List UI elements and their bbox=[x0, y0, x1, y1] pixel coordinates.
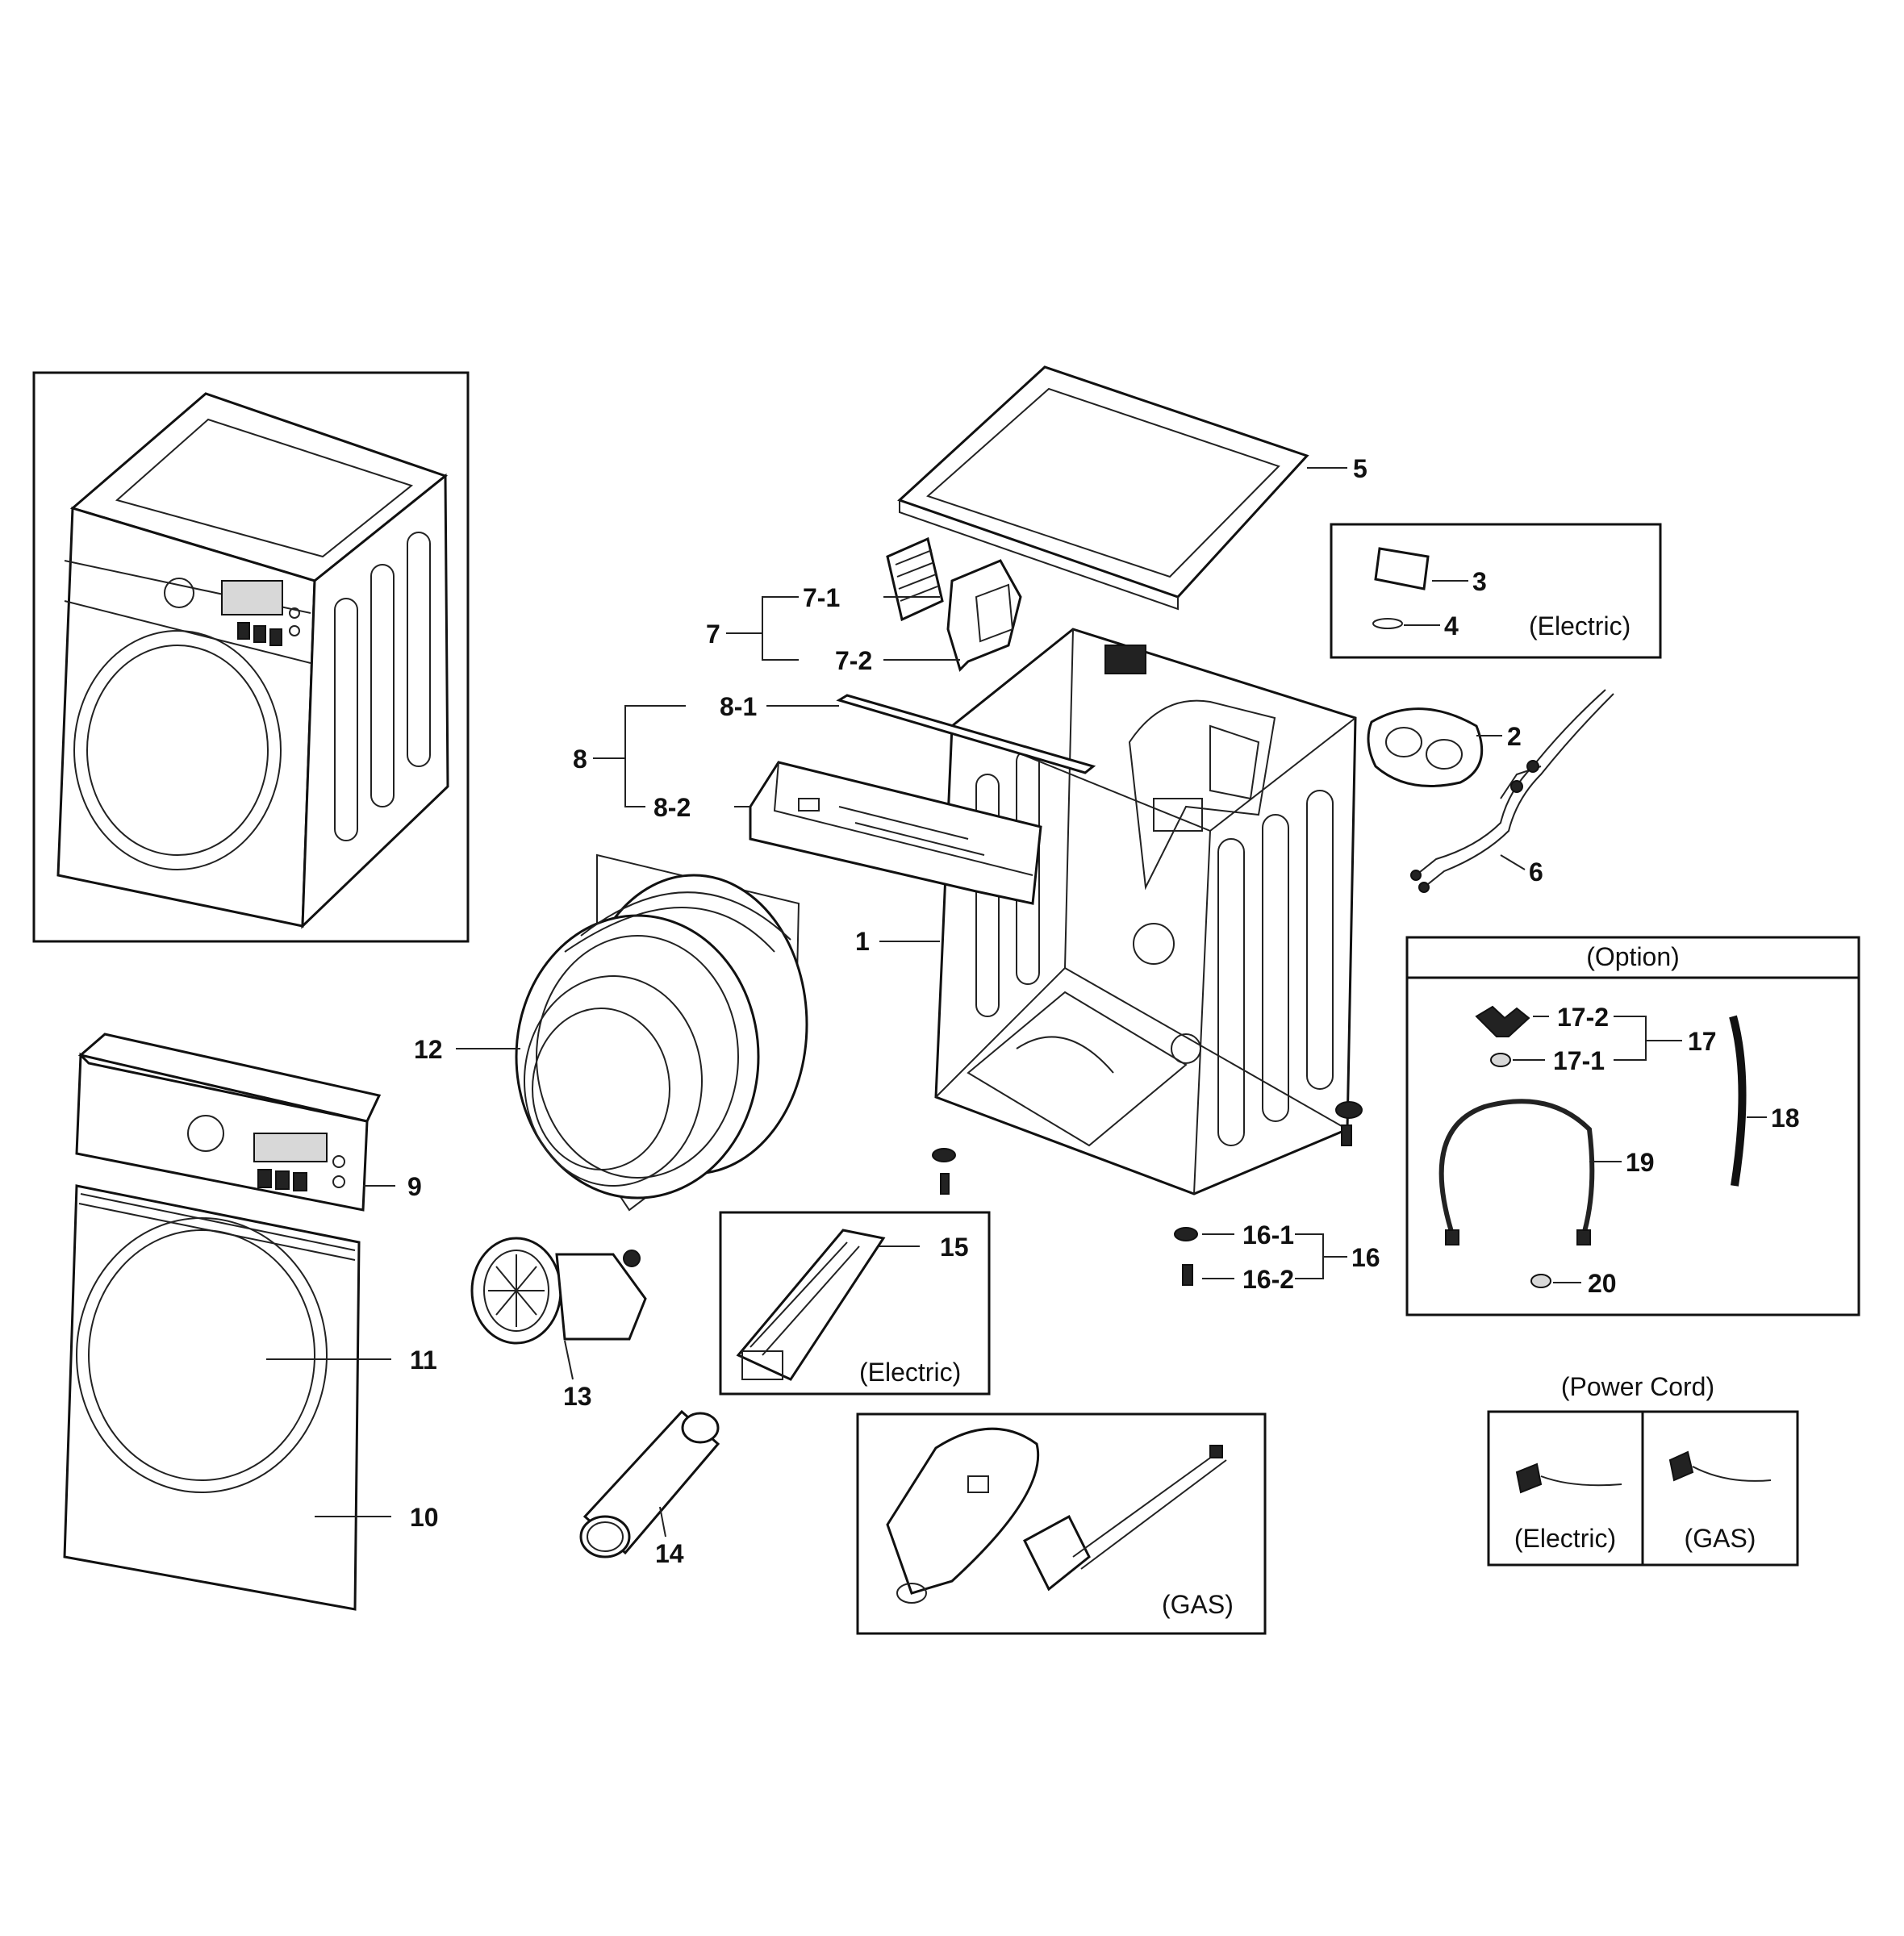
captions: (Electric) (Electric) (GAS) (Option) (Po… bbox=[859, 611, 1756, 1619]
label-19: 19 bbox=[1626, 1148, 1655, 1177]
label-17-2: 17-2 bbox=[1557, 1003, 1609, 1032]
filter-assembly-icon bbox=[886, 536, 1022, 672]
label-9: 9 bbox=[407, 1172, 422, 1201]
caption-power-cord-electric: (Electric) bbox=[1514, 1524, 1616, 1553]
caption-power-cord-gas: (GAS) bbox=[1685, 1524, 1756, 1553]
front-bracket-icon bbox=[749, 694, 1096, 905]
caption-power-cord: (Power Cord) bbox=[1561, 1372, 1714, 1401]
label-8: 8 bbox=[573, 745, 587, 774]
option-box bbox=[1405, 936, 1860, 1316]
label-16-2: 16-2 bbox=[1242, 1265, 1294, 1294]
caption-gas: (GAS) bbox=[1162, 1590, 1234, 1619]
wire-harness-icon bbox=[1410, 689, 1614, 893]
heater-box bbox=[719, 1211, 991, 1396]
label-17-1: 17-1 bbox=[1553, 1046, 1605, 1075]
vent-duct-icon bbox=[579, 1409, 720, 1558]
label-8-2: 8-2 bbox=[653, 793, 691, 822]
label-11: 11 bbox=[410, 1346, 437, 1375]
label-13: 13 bbox=[563, 1382, 592, 1411]
caption-option: (Option) bbox=[1586, 942, 1680, 971]
label-10: 10 bbox=[410, 1503, 439, 1532]
power-cord-plug-icon bbox=[1668, 1450, 1772, 1482]
label-7: 7 bbox=[706, 620, 720, 649]
label-18: 18 bbox=[1771, 1104, 1800, 1133]
part-labels: 1 2 3 4 5 6 7 7-1 7-2 8 8-1 8-2 9 10 11 … bbox=[407, 454, 1800, 1568]
leader-lines bbox=[266, 467, 1767, 1538]
label-1: 1 bbox=[855, 927, 870, 956]
label-7-1: 7-1 bbox=[803, 583, 840, 612]
blower-fan-icon bbox=[470, 1237, 647, 1345]
label-6: 6 bbox=[1529, 857, 1543, 887]
label-4: 4 bbox=[1444, 611, 1459, 640]
gas-burner-box bbox=[856, 1412, 1267, 1635]
label-5: 5 bbox=[1353, 454, 1367, 483]
power-cord-plug-icon bbox=[1515, 1462, 1622, 1494]
label-12: 12 bbox=[414, 1035, 443, 1064]
label-16: 16 bbox=[1351, 1243, 1380, 1272]
cabinet-frame-icon bbox=[934, 628, 1357, 1195]
front-panel-icon bbox=[63, 1184, 361, 1611]
electric-parts-box bbox=[1330, 523, 1662, 659]
label-15: 15 bbox=[940, 1233, 969, 1262]
leveling-foot-icon bbox=[932, 1101, 1363, 1286]
label-17: 17 bbox=[1688, 1027, 1717, 1056]
caption-electric-15: (Electric) bbox=[859, 1358, 961, 1387]
dryer-assembled-icon bbox=[32, 371, 470, 943]
label-16-1: 16-1 bbox=[1242, 1220, 1294, 1250]
label-8-1: 8-1 bbox=[720, 692, 757, 721]
power-cord-box bbox=[1487, 1410, 1799, 1567]
caption-electric-3-4: (Electric) bbox=[1529, 611, 1631, 640]
label-14: 14 bbox=[655, 1539, 684, 1568]
top-panel-icon bbox=[897, 365, 1309, 611]
label-7-2: 7-2 bbox=[835, 646, 872, 675]
control-panel-icon bbox=[75, 1033, 382, 1212]
label-20: 20 bbox=[1588, 1269, 1617, 1298]
drum-icon bbox=[515, 853, 808, 1212]
label-2: 2 bbox=[1507, 722, 1522, 751]
sensor-bracket-icon bbox=[1367, 707, 1484, 787]
label-3: 3 bbox=[1472, 567, 1487, 596]
